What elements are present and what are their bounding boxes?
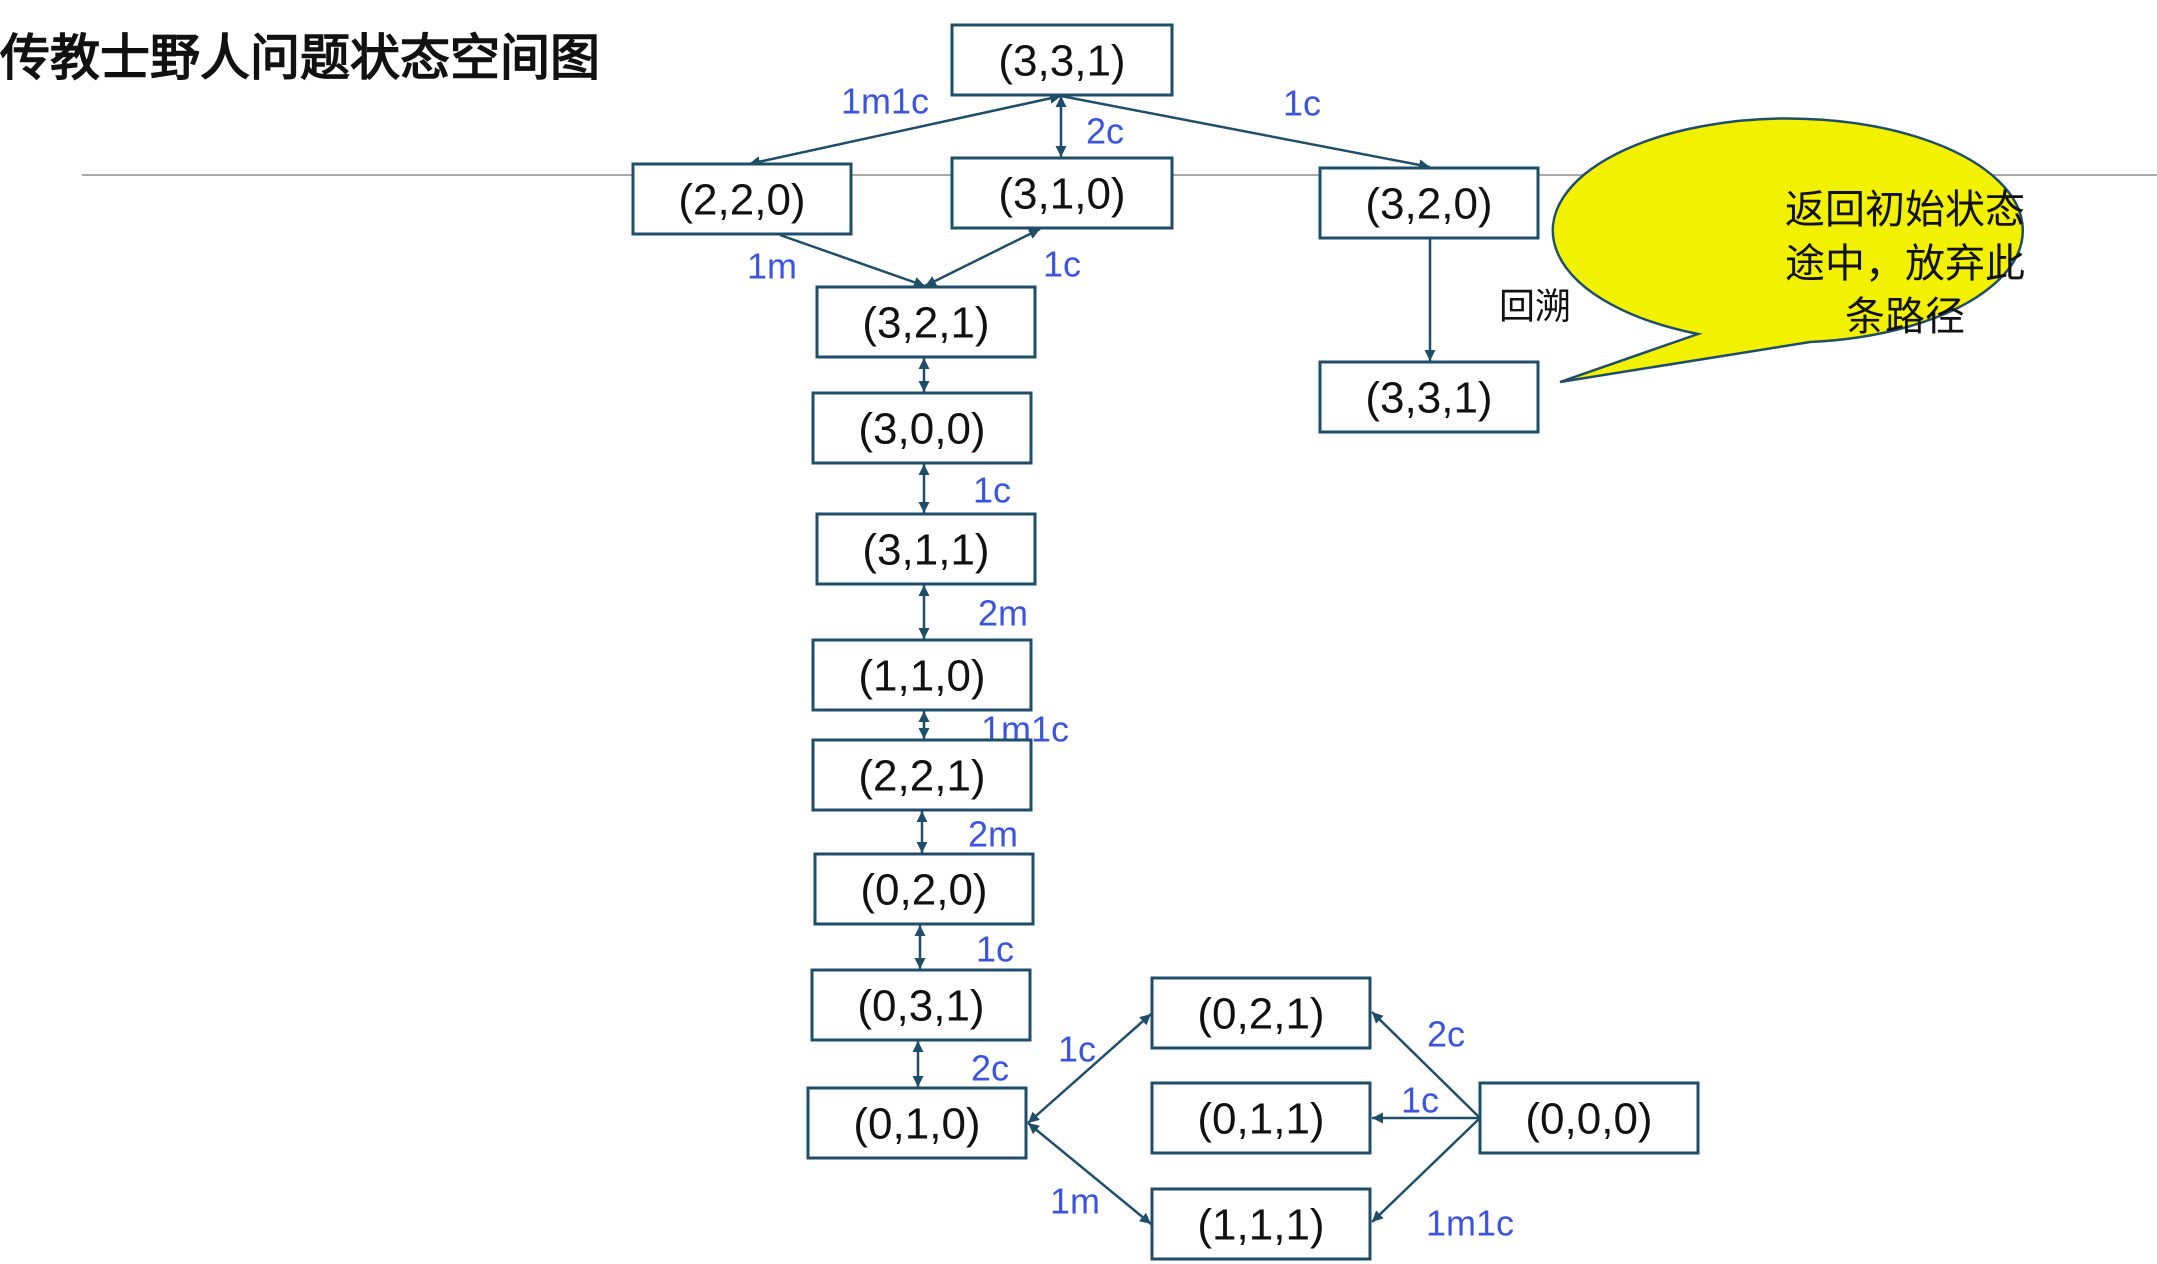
edge-n000-n021 xyxy=(1371,1011,1481,1119)
edge-label: 1m1c xyxy=(1426,1203,1514,1244)
edge-n331_top-n220 xyxy=(748,92,1062,168)
state-node-n311: (3,1,1) xyxy=(815,512,1037,586)
state-label: (0,2,1) xyxy=(1197,990,1324,1039)
edge-n000-n111 xyxy=(1371,1117,1481,1223)
state-node-n021: (0,2,1) xyxy=(1150,976,1372,1050)
backtrack-label: 回溯 xyxy=(1499,286,1571,327)
edge-label: 2m xyxy=(968,814,1018,855)
state-node-n000: (0,0,0) xyxy=(1478,1081,1700,1155)
state-node-n331_back: (3,3,1) xyxy=(1318,360,1540,434)
state-node-n031: (0,3,1) xyxy=(810,968,1032,1042)
state-node-n221: (2,2,1) xyxy=(811,738,1033,812)
callout-bubble xyxy=(1551,117,2025,384)
state-box xyxy=(806,1086,1028,1160)
state-box xyxy=(815,512,1037,586)
edge-n010-n021 xyxy=(1027,1013,1152,1124)
state-label: (1,1,1) xyxy=(1197,1201,1324,1250)
edge-label: 1c xyxy=(976,929,1014,970)
state-node-n020: (0,2,0) xyxy=(813,852,1035,926)
state-box xyxy=(815,285,1037,359)
state-box xyxy=(950,156,1174,230)
callout-line-3: 条路径 xyxy=(1845,294,1965,340)
state-node-n111: (1,1,1) xyxy=(1150,1187,1372,1261)
state-label: (0,1,0) xyxy=(853,1100,980,1149)
state-label: (0,3,1) xyxy=(857,982,984,1031)
state-label: (3,2,0) xyxy=(1365,180,1492,229)
nodes-layer: (3,3,1) (2,2,0) (3,1,0) (3,2,0) (3,2,1) (3,3,… xyxy=(631,23,1700,1261)
edge-label: 1m xyxy=(747,246,797,287)
edge-label: 1c xyxy=(1043,244,1081,285)
state-label: (1,1,0) xyxy=(858,652,985,701)
state-label: (0,1,1) xyxy=(1197,1095,1324,1144)
state-box xyxy=(1318,360,1540,434)
state-box xyxy=(1478,1081,1700,1155)
state-label: (0,2,0) xyxy=(860,866,987,915)
edge-label: 2c xyxy=(971,1048,1009,1089)
state-node-n220: (2,2,0) xyxy=(631,162,853,236)
state-node-n320: (3,2,0) xyxy=(1318,166,1540,240)
state-label: (3,1,0) xyxy=(998,170,1125,219)
state-box xyxy=(1150,1081,1372,1155)
state-label: (2,2,1) xyxy=(858,752,985,801)
state-box xyxy=(1150,1187,1372,1261)
state-label: (3,2,1) xyxy=(862,299,989,348)
state-box xyxy=(950,23,1174,97)
state-box xyxy=(810,968,1032,1042)
edge-n331_top-n320 xyxy=(1060,94,1431,171)
state-box xyxy=(811,638,1033,712)
edge-label: 1m1c xyxy=(841,81,929,122)
state-node-n010: (0,1,0) xyxy=(806,1086,1028,1160)
state-box xyxy=(811,391,1033,465)
state-label: (3,0,0) xyxy=(858,405,985,454)
state-label: (3,3,1) xyxy=(1365,374,1492,423)
edge-label: 1c xyxy=(1401,1080,1439,1121)
state-node-n321: (3,2,1) xyxy=(815,285,1037,359)
state-node-n331_top: (3,3,1) xyxy=(950,23,1174,97)
edge-label: 1m xyxy=(1050,1181,1100,1222)
page-title: 传教士野人问题状态空间图 xyxy=(0,29,600,87)
edge-label: 2c xyxy=(1427,1014,1465,1055)
state-label: (2,2,0) xyxy=(678,176,805,225)
edge-label: 2c xyxy=(1086,111,1124,152)
state-label: (0,0,0) xyxy=(1525,1095,1652,1144)
state-node-n310: (3,1,0) xyxy=(950,156,1174,230)
edge-n010-n111 xyxy=(1027,1122,1152,1225)
state-label: (3,3,1) xyxy=(998,37,1125,86)
state-node-n011: (0,1,1) xyxy=(1150,1081,1372,1155)
callout: 返回初始状态 途中，放弃此 条路径 xyxy=(1551,117,2025,384)
edge-label: 2m xyxy=(978,593,1028,634)
state-box xyxy=(811,738,1033,812)
state-box xyxy=(813,852,1035,926)
callout-line-1: 返回初始状态 xyxy=(1785,187,2025,233)
edge-label: 1c xyxy=(1283,83,1321,124)
state-box xyxy=(1318,166,1540,240)
edge-n220-n321 xyxy=(779,233,926,288)
edge-label: 1c xyxy=(1058,1029,1096,1070)
edge-label: 1c xyxy=(973,470,1011,511)
state-label: (3,1,1) xyxy=(862,526,989,575)
edge-n310-n321 xyxy=(924,227,1041,288)
state-node-n300: (3,0,0) xyxy=(811,391,1033,465)
state-box xyxy=(1150,976,1372,1050)
state-node-n110: (1,1,0) xyxy=(811,638,1033,712)
callout-line-2: 途中，放弃此 xyxy=(1785,241,2025,287)
state-box xyxy=(631,162,853,236)
